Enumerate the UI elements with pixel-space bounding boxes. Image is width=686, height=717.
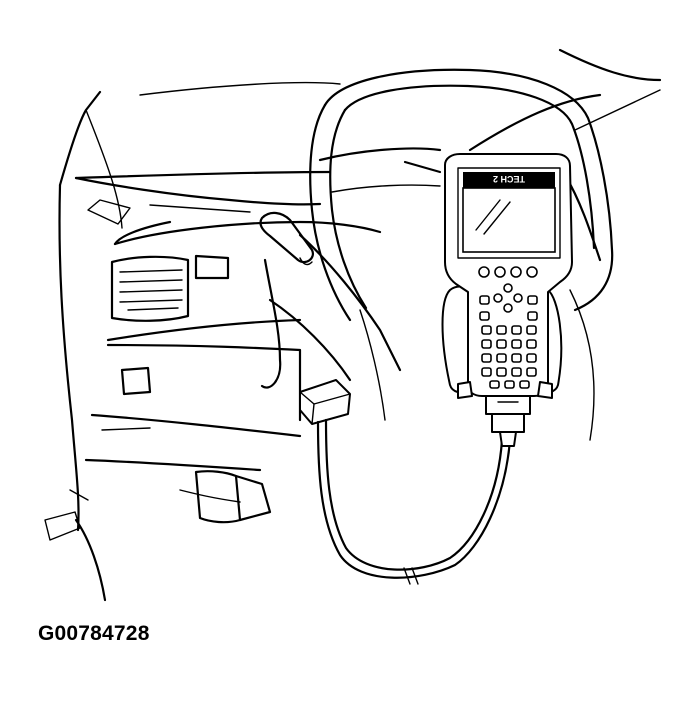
scan-tool-cable [316, 418, 512, 585]
device-brand-label: TECH 2 [493, 174, 525, 184]
scan-tool-connection-illustration: TECH 2 [44, 48, 662, 602]
dlc-connector [299, 379, 351, 425]
steering-column [268, 233, 402, 382]
steering-wheel [309, 68, 614, 441]
turn-signal-stalk [259, 211, 314, 266]
pedals [44, 470, 272, 602]
lower-panel [101, 258, 386, 431]
keypad [479, 295, 538, 389]
windshield-lines [74, 48, 662, 180]
figure-id-label: G00784728 [38, 622, 150, 645]
scan-tool-device: TECH 2 [441, 153, 573, 447]
dashboard [74, 176, 382, 472]
air-vent [110, 254, 230, 322]
